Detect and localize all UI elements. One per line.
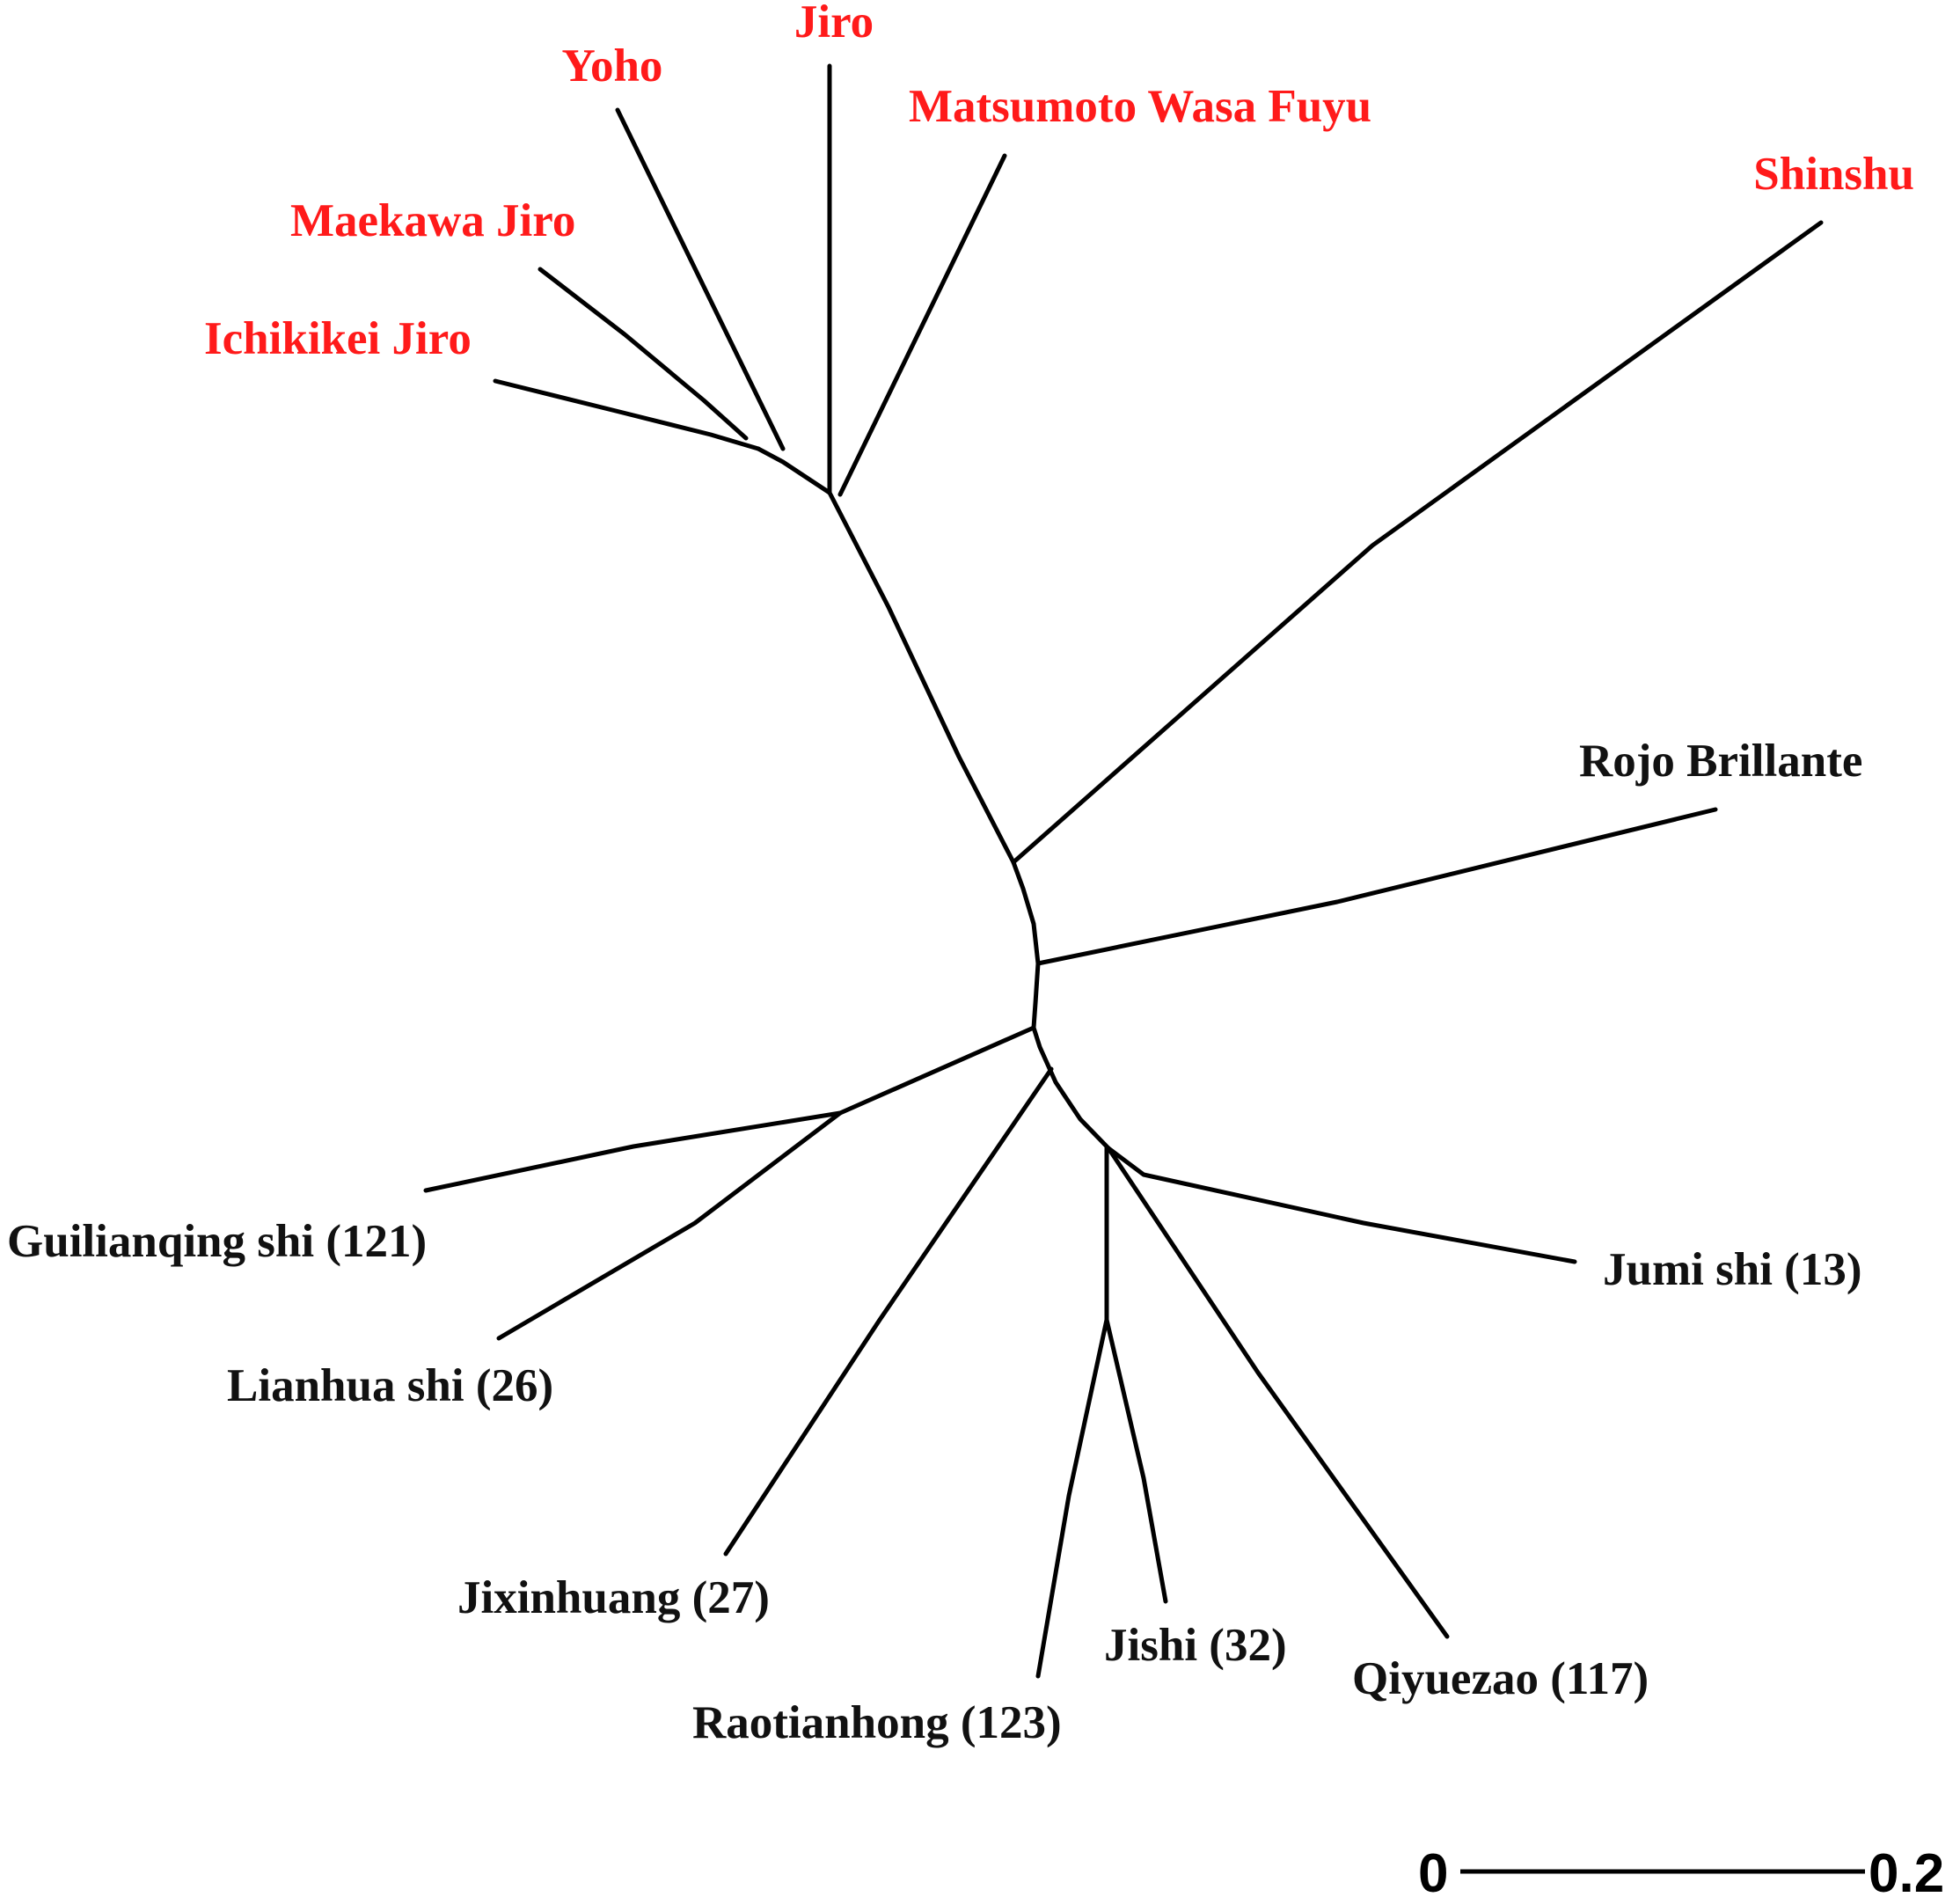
scale-bar-end-label: 0.2: [1869, 1843, 1944, 1897]
leaf-label-guilianqing-shi: Guilianqing shi (121): [7, 1216, 427, 1267]
branch-guilianqing-shi: [423, 1025, 1036, 1193]
leaf-label-jiro: Jiro: [794, 0, 874, 48]
branch-shinshu: [1011, 220, 1824, 865]
branch-ichikikei-jiro: [493, 378, 761, 451]
branch-rojo-brillante: [1035, 807, 1718, 966]
branch-backbone: [1011, 860, 1111, 1151]
leaf-label-jixinhuang: Jixinhuang (27): [457, 1572, 770, 1623]
scale-bar-start-label: 0: [1418, 1843, 1448, 1897]
branch-jixinhuang: [723, 1066, 1054, 1556]
branch-japanese-clade-stem: [827, 490, 1016, 865]
leaf-label-matsumoto-wasa-fuyu: Matsumoto Wasa Fuyu: [909, 81, 1371, 132]
leaf-label-maekawa-jiro: Maekawa Jiro: [290, 195, 575, 246]
leaf-label-ichikikei-jiro: Ichikikei Jiro: [204, 313, 472, 364]
branch-raotianhong: [1035, 1317, 1109, 1679]
branch-lianhua-shi: [496, 1110, 843, 1341]
branch-qiyuezao: [1106, 1146, 1450, 1639]
leaf-label-jumi-shi: Jumi shi (13): [1603, 1244, 1861, 1295]
branch-maekawa-jiro: [538, 267, 749, 441]
leaf-label-qiyuezao: Qiyuezao (117): [1352, 1653, 1649, 1704]
scale-bar: 0 0.2: [1418, 1843, 1944, 1897]
leaf-label-jishi: Jishi (32): [1104, 1620, 1287, 1671]
branch-matsumoto-wasa-fuyu: [837, 153, 1007, 497]
leaf-label-rojo-brillante: Rojo Brillante: [1579, 736, 1862, 787]
leaf-label-yoho: Yoho: [562, 40, 663, 92]
branch-yoho: [615, 107, 786, 451]
leaf-labels: Jiro Yoho Matsumoto Wasa Fuyu Shinshu Ma…: [7, 0, 1914, 1748]
branch-jumi-shi: [1106, 1146, 1577, 1264]
leaf-label-shinshu: Shinshu: [1753, 149, 1914, 200]
leaf-label-lianhua-shi: Lianhua shi (26): [227, 1360, 553, 1411]
branch-japanese-clade-base: [756, 446, 832, 495]
tree-branches: [423, 63, 1824, 1679]
leaf-label-raotianhong: Raotianhong (123): [692, 1697, 1062, 1748]
branch-jishi: [1104, 1317, 1168, 1604]
